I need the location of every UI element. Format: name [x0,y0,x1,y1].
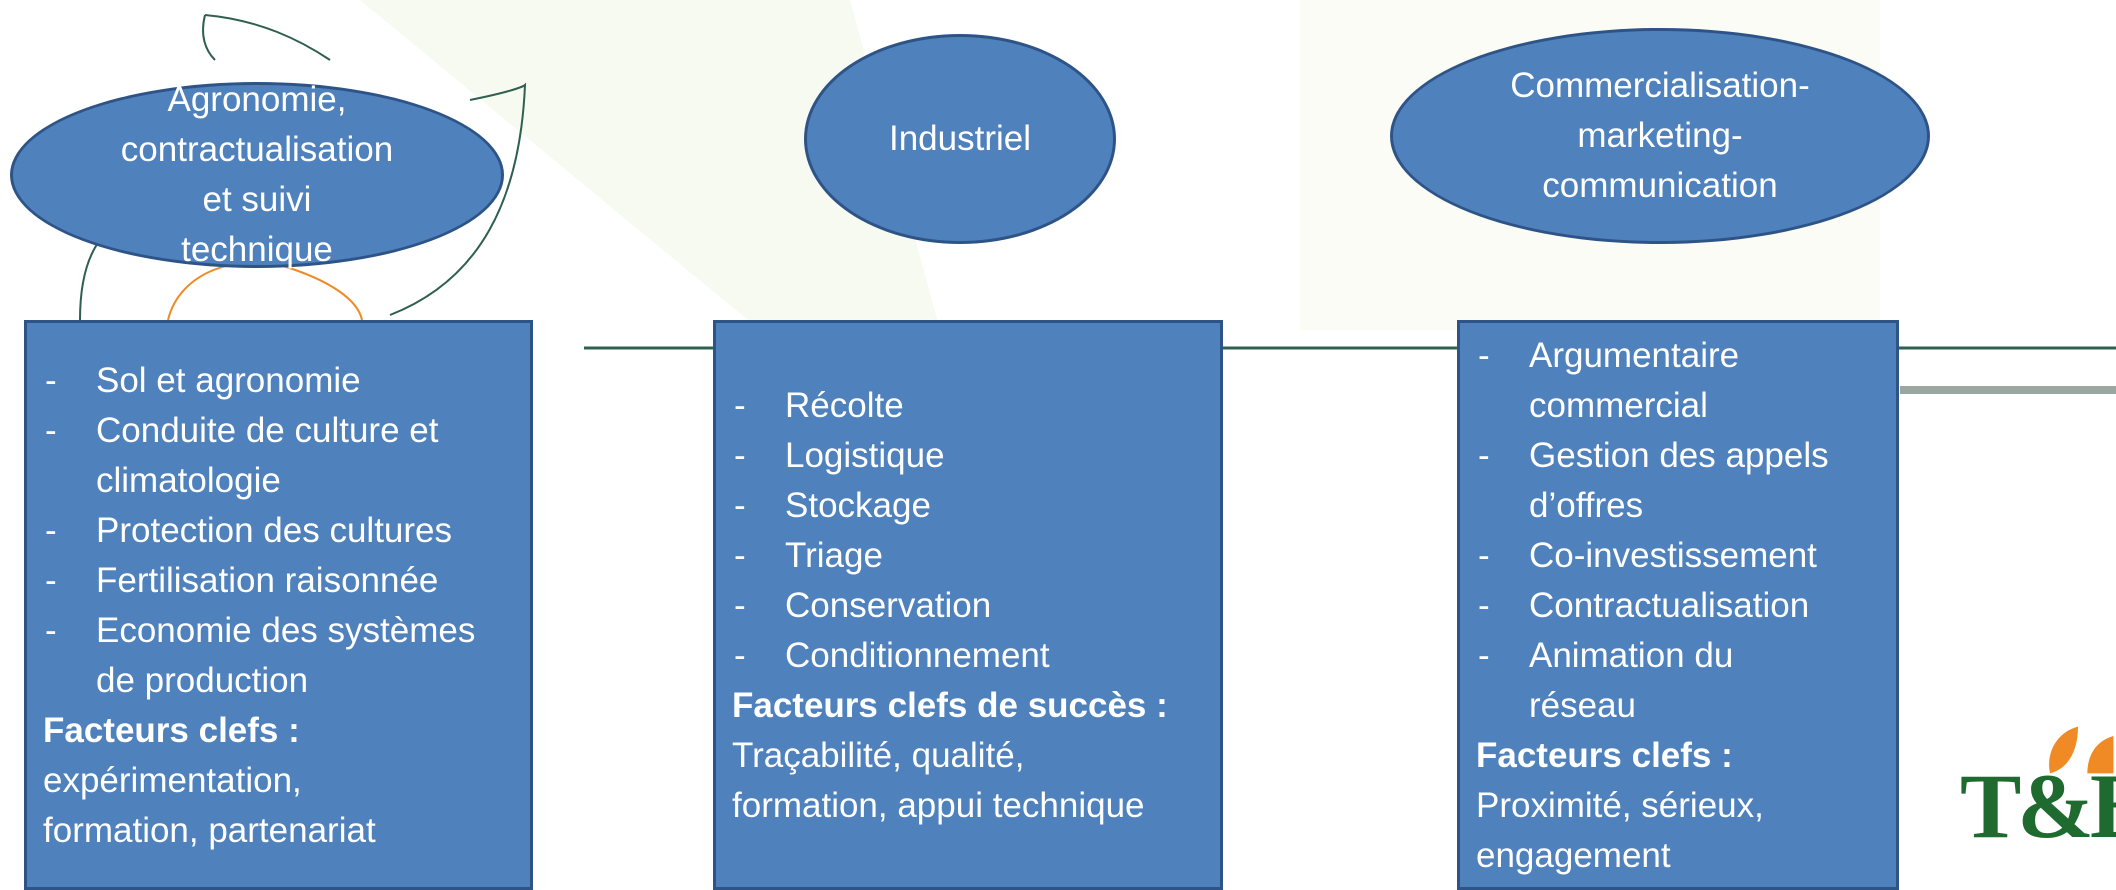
brand-logo: T&B [1960,755,2116,857]
background-light-band [360,0,940,330]
key-factors-text: Proximité, sérieux, engagement [1476,786,1764,875]
task-list-agronomie: Sol et agronomie Conduite de culture et … [43,356,530,706]
task-item: Gestion des appels d’offres [1476,431,1896,531]
header-ellipse-commercialisation: Commercialisation- marketing- communicat… [1390,28,1930,244]
task-list-commercialisation: Argumentaire commercial Gestion des appe… [1476,331,1896,731]
decorative-leaf-left [79,239,101,321]
task-list-industriel: Récolte Logistique Stockage Triage Conse… [732,381,1220,681]
decorative-leaf-right [389,82,527,316]
task-item: Conditionnement [732,631,1220,681]
key-factors-text: expérimentation, formation, partenariat [43,761,376,850]
task-item: Stockage [732,481,1220,531]
task-item: Contractualisation [1476,581,1896,631]
hatched-band [1900,386,2116,394]
task-item: Co-investissement [1476,531,1896,581]
task-item: Logistique [732,431,1220,481]
header-label-industriel: Industriel [888,119,1032,158]
logo-leaf-icon [2049,726,2114,774]
key-factors-title: Facteurs clefs de succès : [732,686,1168,725]
header-ellipse-agronomie: Agronomie, contractualisation et suivi t… [10,80,504,269]
decorative-leaf-top-stem [202,14,216,61]
header-ellipse-industriel: Industriel [804,34,1116,244]
task-item: Economie des systèmes de production [43,606,530,706]
task-item: Conduite de culture et climatologie [43,406,530,506]
key-factors-title: Facteurs clefs : [1476,736,1733,775]
task-item: Animation du réseau [1476,631,1896,731]
task-item: Conservation [732,581,1220,631]
column-box-industriel: Récolte Logistique Stockage Triage Conse… [713,320,1223,890]
column-box-agronomie: Sol et agronomie Conduite de culture et … [24,320,533,890]
task-item: Récolte [732,381,1220,431]
task-item: Triage [732,531,1220,581]
task-item: Sol et agronomie [43,356,530,406]
task-item: Argumentaire commercial [1476,331,1896,431]
header-label-agronomie: Agronomie, contractualisation et suivi t… [120,80,394,269]
decorative-leaf-top [204,14,331,61]
column-box-commercialisation: Argumentaire commercial Gestion des appe… [1457,320,1899,890]
header-label-commercialisation: Commercialisation- marketing- communicat… [1510,66,1810,205]
key-factors-title: Facteurs clefs : [43,711,300,750]
task-item: Fertilisation raisonnée [43,556,530,606]
task-item: Protection des cultures [43,506,530,556]
key-factors-text: Traçabilité, qualité, formation, appui t… [732,736,1145,825]
